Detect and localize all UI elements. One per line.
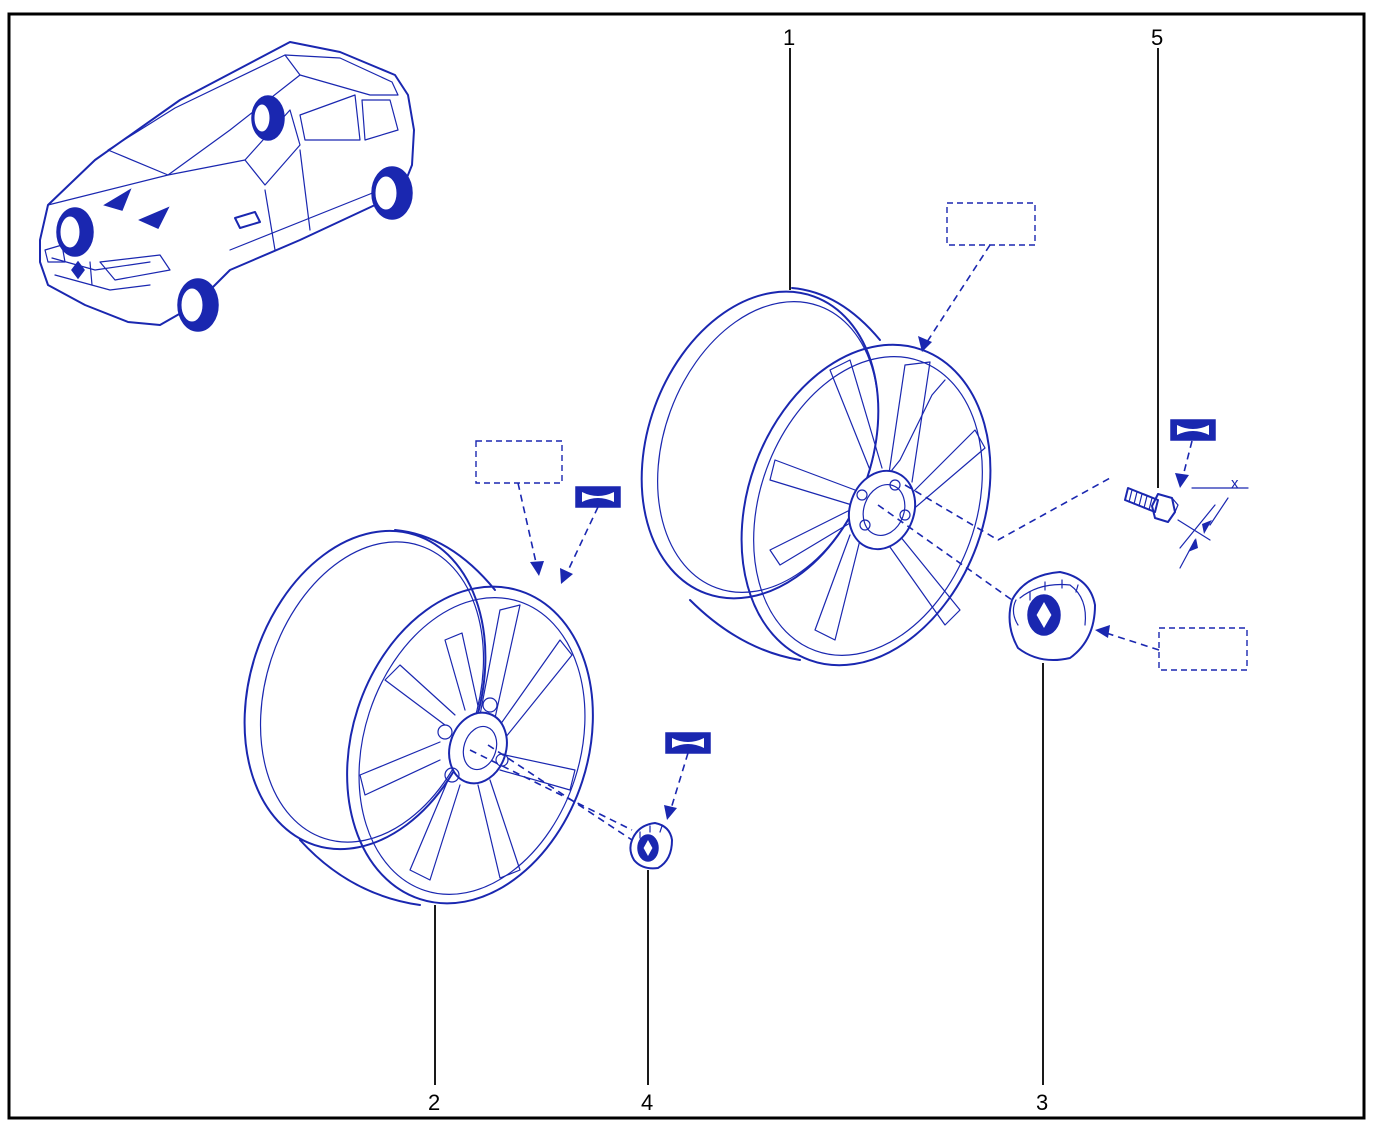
- dashed-box-icon: [1158, 627, 1248, 671]
- center-cap-large: [1008, 571, 1096, 661]
- callout-1: 1: [783, 25, 795, 50]
- callout-5: 5: [1151, 25, 1163, 50]
- dimension-x-label: x: [1231, 475, 1239, 492]
- torque-symbol-icon: [575, 486, 621, 508]
- dashed-box-icon: [475, 440, 563, 484]
- wheel-bolt: [1124, 487, 1179, 523]
- center-cap-small: [629, 822, 673, 870]
- callout-leaders: [434, 48, 1159, 1085]
- alloy-wheel-2: [243, 529, 594, 906]
- torque-symbol-icon: [665, 732, 711, 754]
- dimension-x: x: [1177, 475, 1249, 569]
- car-icon: [39, 41, 415, 332]
- callout-2: 2: [428, 1090, 440, 1115]
- dashed-box-icon: [946, 202, 1036, 246]
- diagram-frame: [7, 12, 1366, 1120]
- assembly-lines: [469, 244, 1193, 841]
- alloy-wheel-1: [640, 287, 992, 667]
- torque-symbol-icon: [1170, 419, 1216, 441]
- callout-4: 4: [641, 1090, 653, 1115]
- callout-3: 3: [1036, 1090, 1048, 1115]
